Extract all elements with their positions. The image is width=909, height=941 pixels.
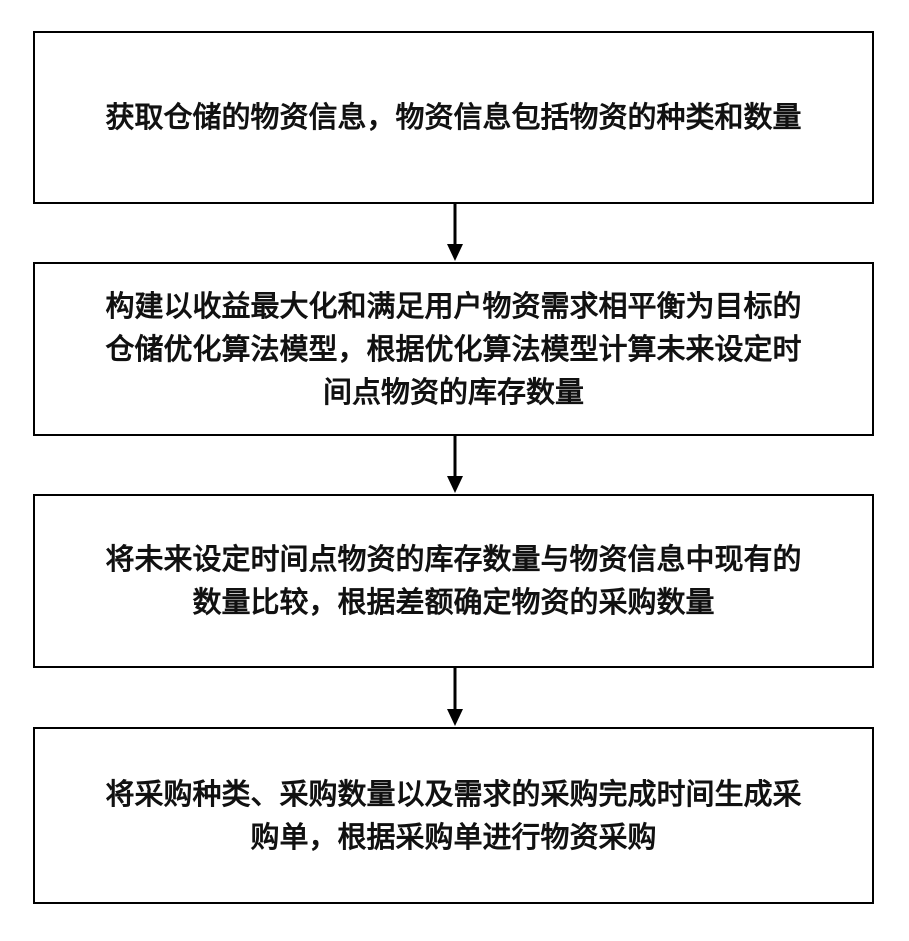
step-box-3: 将未来设定时间点物资的库存数量与物资信息中现有的数量比较，根据差额确定物资的采购… [33, 494, 874, 668]
step-box-1: 获取仓储的物资信息，物资信息包括物资的种类和数量 [33, 31, 874, 204]
step-3-text: 将未来设定时间点物资的库存数量与物资信息中现有的数量比较，根据差额确定物资的采购… [87, 538, 819, 624]
step-4-text: 将采购种类、采购数量以及需求的采购完成时间生成采购单，根据采购单进行物资采购 [87, 773, 819, 859]
down-arrow-icon [443, 204, 467, 262]
down-arrow-2 [443, 436, 467, 494]
step-1-text: 获取仓储的物资信息，物资信息包括物资的种类和数量 [87, 96, 819, 139]
step-2-text: 构建以收益最大化和满足用户物资需求相平衡为目标的仓储优化算法模型，根据优化算法模… [87, 285, 819, 414]
step-box-2: 构建以收益最大化和满足用户物资需求相平衡为目标的仓储优化算法模型，根据优化算法模… [33, 262, 874, 436]
down-arrow-icon [443, 436, 467, 494]
step-box-4: 将采购种类、采购数量以及需求的采购完成时间生成采购单，根据采购单进行物资采购 [33, 727, 874, 904]
down-arrow-3 [443, 668, 467, 727]
down-arrow-1 [443, 204, 467, 262]
down-arrow-icon [443, 668, 467, 727]
